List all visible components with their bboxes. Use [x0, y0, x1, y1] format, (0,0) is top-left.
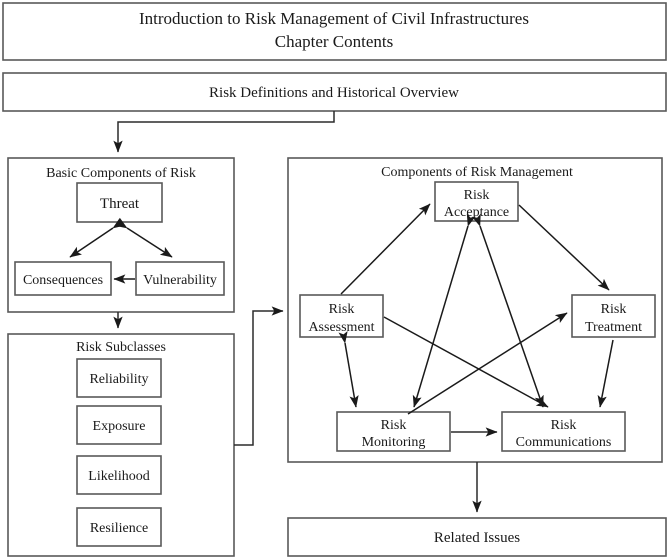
- arrow-acceptance-to-treatment: [518, 204, 610, 291]
- node-risk-assessment[interactable]: Risk Assessment: [299, 294, 384, 338]
- connector-definitions-to-basic: [113, 111, 335, 153]
- panel-risk-subclasses-title: Risk Subclasses: [76, 340, 166, 355]
- page-title-line2: Chapter Contents: [275, 32, 394, 51]
- node-reliability-label: Reliability: [89, 372, 148, 387]
- node-exposure[interactable]: Exposure: [76, 405, 162, 445]
- node-risk-communications-label-line1: Risk: [551, 418, 577, 433]
- node-consequences[interactable]: Consequences: [14, 261, 112, 296]
- connector-subclasses-to-management: [234, 306, 284, 446]
- node-risk-acceptance-label-line1: Risk: [464, 188, 490, 203]
- risk-definitions-label: Risk Definitions and Historical Overview: [209, 85, 459, 101]
- node-likelihood[interactable]: Likelihood: [76, 455, 162, 495]
- panel-basic-components-of-risk: Basic Components of Risk Threat Conseque…: [7, 157, 235, 313]
- node-risk-assessment-label-line1: Risk: [329, 302, 355, 317]
- panel-risk-subclasses: Risk Subclasses Reliability Exposure Lik…: [7, 333, 235, 557]
- node-likelihood-label: Likelihood: [88, 469, 149, 484]
- node-resilience-label: Resilience: [90, 521, 148, 536]
- node-risk-communications[interactable]: Risk Communications: [501, 411, 626, 452]
- node-risk-treatment[interactable]: Risk Treatment: [571, 294, 656, 338]
- panel-risk-management-title: Components of Risk Management: [381, 165, 573, 180]
- header-title-box: Introduction to Risk Management of Civil…: [2, 2, 667, 61]
- node-exposure-label: Exposure: [93, 419, 146, 434]
- node-risk-acceptance-label-line2: Acceptance: [444, 205, 509, 220]
- risk-definitions-band: Risk Definitions and Historical Overview: [2, 72, 667, 112]
- page-title-line1: Introduction to Risk Management of Civil…: [139, 9, 529, 28]
- node-risk-communications-label-line2: Communications: [516, 435, 612, 450]
- panel-components-of-risk-management: Components of Risk Management Risk Accep…: [287, 157, 663, 463]
- arrow-threat-vulnerability: [114, 217, 173, 258]
- node-threat[interactable]: Threat: [76, 182, 163, 223]
- node-risk-acceptance[interactable]: Risk Acceptance: [434, 181, 519, 222]
- node-vulnerability[interactable]: Vulnerability: [135, 261, 225, 296]
- arrow-monitoring-to-treatment: [407, 312, 568, 415]
- related-issues-band: Related Issues: [287, 517, 667, 557]
- node-risk-monitoring[interactable]: Risk Monitoring: [336, 411, 451, 452]
- node-risk-monitoring-label-line1: Risk: [381, 418, 407, 433]
- node-risk-monitoring-label-line2: Monitoring: [362, 435, 426, 450]
- arrow-acceptance-communications: [471, 213, 544, 408]
- node-risk-assessment-label-line2: Assessment: [308, 320, 374, 335]
- node-consequences-label: Consequences: [23, 273, 103, 288]
- related-issues-label: Related Issues: [434, 530, 520, 546]
- arrow-treatment-to-communications: [597, 339, 614, 408]
- node-risk-treatment-label-line1: Risk: [601, 302, 627, 317]
- node-reliability[interactable]: Reliability: [76, 358, 162, 398]
- arrow-assessment-to-acceptance: [340, 203, 431, 295]
- arrow-assessment-monitoring: [338, 330, 359, 408]
- arrow-threat-consequences: [69, 217, 126, 258]
- node-threat-label: Threat: [100, 196, 140, 212]
- node-resilience[interactable]: Resilience: [76, 507, 162, 547]
- panel-basic-components-title: Basic Components of Risk: [46, 166, 196, 181]
- arrow-assessment-to-communications: [383, 316, 549, 408]
- arrow-acceptance-monitoring: [412, 213, 476, 408]
- node-risk-treatment-label-line2: Treatment: [585, 320, 642, 335]
- node-vulnerability-label: Vulnerability: [143, 273, 217, 288]
